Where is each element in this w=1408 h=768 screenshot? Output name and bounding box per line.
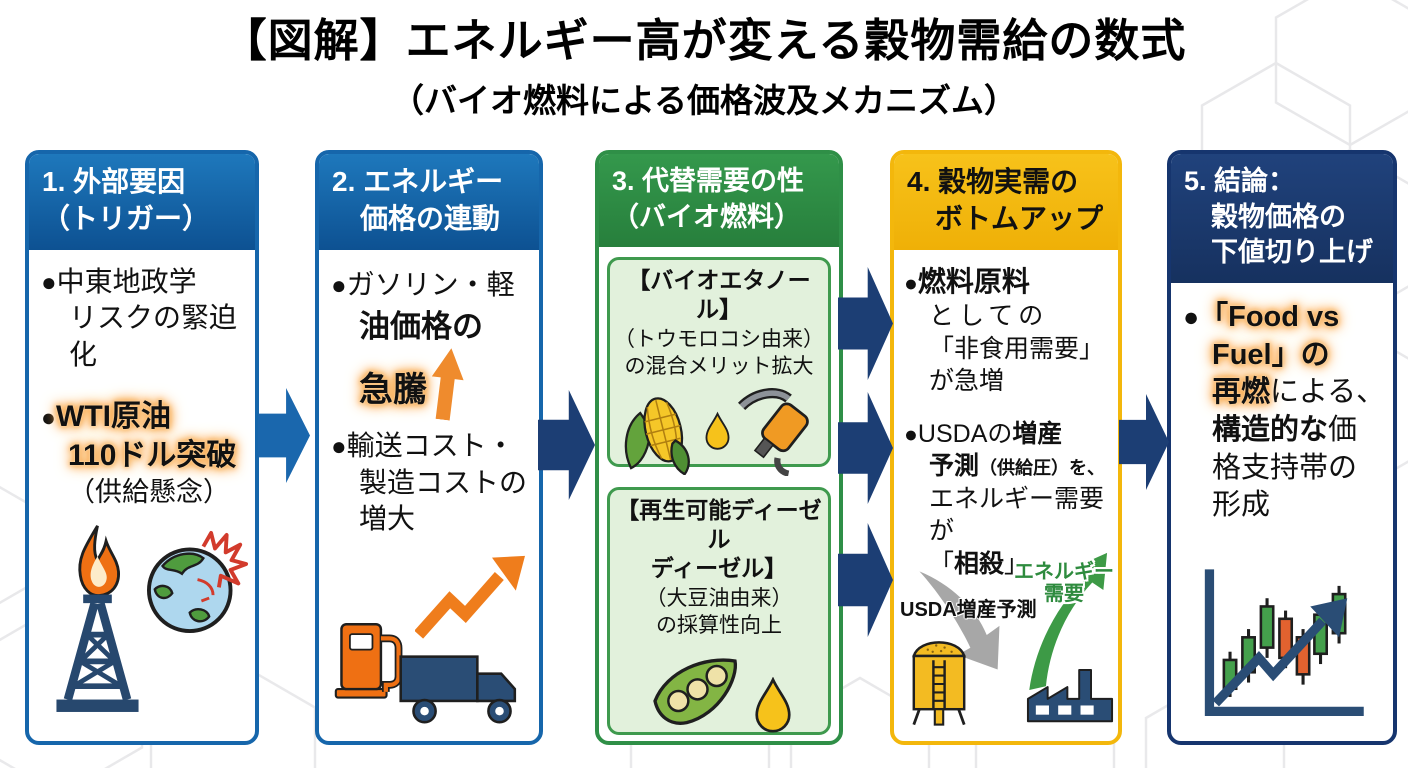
step-4-illustration: USDA増産予測 エネルギー 需要 [894, 541, 1118, 741]
bullet-marker: ● [41, 405, 56, 433]
step-5-content: ●「Food vs Fuel」の 再燃による、 構造的な価 格支持帯の 形成 [1171, 283, 1393, 741]
oil-drop-icon [755, 677, 791, 733]
step-5-panel: 5. 結論： 穀物価格の 下値切り上げ ●「Food vs Fuel」の 再燃に… [1167, 150, 1397, 745]
renewable-diesel-body: （大豆油由来） の採算性向上 [645, 586, 793, 637]
step-1-header: 1. 外部要因 （トリガー） [29, 154, 255, 250]
step-2-bullet-gasoline: ●ガソリン・軽 油価格の 急騰 [331, 264, 533, 412]
step-3-header: 3. 代替需要の性 （バイオ燃料） [599, 154, 839, 248]
soybean-pod-icon [653, 658, 738, 726]
wti-highlight: WTI原油 110ドル突破 [56, 400, 237, 473]
globe-conflict-icon [147, 531, 249, 634]
bullet-marker: ● [1183, 301, 1200, 332]
step-4-panel: 4. 穀物実需の ボトムアップ ●燃料原料 としての 「非食用需要」 が急増 ●… [890, 150, 1122, 745]
bullet-marker: ● [904, 420, 918, 447]
bioethanol-box: 【バイオエタノール】 （トウモロコシ由来） の混合メリット拡大 [607, 257, 831, 477]
grain-silo-icon [912, 641, 966, 726]
bullet-marker: ● [904, 269, 918, 296]
renewable-diesel-box: 【再生可能ディーゼル ディーゼル】 （大豆油由来） の採算性向上 [607, 487, 831, 736]
renewable-diesel-icons [614, 649, 824, 733]
price-surge-highlight: 急騰 [359, 371, 427, 410]
page-subtitle: （バイオ燃料による価格波及メカニズム） [390, 82, 1017, 119]
step-1-panel: 1. 外部要因 （トリガー） ●中東地政学 リスクの緊迫化 ●WTI原油 110… [25, 150, 259, 745]
step-5-header: 5. 結論： 穀物価格の 下値切り上げ [1171, 154, 1393, 283]
surge-up-arrow-icon [427, 347, 468, 422]
green-up-curve-arrow-icon [1029, 552, 1108, 691]
step-4-content: ●燃料原料 としての 「非食用需要」 が急増 ●USDAの増産 予測（供給圧）を… [894, 250, 1118, 741]
step-2-header: 2. エネルギー 価格の連動 [319, 154, 539, 250]
fuel-pump-icon [334, 622, 403, 699]
bioethanol-title: 【バイオエタノール】 [627, 267, 811, 322]
energy-demand-arrow-label: エネルギー 需要 [1014, 561, 1114, 605]
bioethanol-icons [614, 386, 824, 477]
rising-price-arrow-icon [415, 555, 525, 639]
corn-icon [624, 397, 690, 476]
step-3-content: 【バイオエタノール】 （トウモロコシ由来） の混合メリット拡大 [599, 247, 839, 741]
food-vs-fuel-highlight: 「Food vs Fuel」の 再燃 [1199, 300, 1340, 409]
step-2-bullet-costs: ●輸送コスト・ 製造コストの 増大 [331, 430, 528, 535]
factory-icon [1026, 669, 1114, 723]
step-4-bullet-nonfood-demand: ●燃料原料 としての 「非食用需要」 が急増 [904, 265, 1105, 396]
oil-derrick-flame-icon [56, 525, 139, 712]
usda-forecast-arrow-label: USDA増産予測 [900, 599, 1037, 621]
step-2-panel: 2. エネルギー 価格の連動 ●ガソリン・軽 油価格の 急騰 ●輸送コスト・ 製… [315, 150, 543, 745]
bullet-marker: ● [41, 268, 57, 297]
truck-icon [399, 655, 517, 724]
gray-down-curve-arrow-icon [919, 571, 1000, 670]
step-4-bullet-usda-offset: ●USDAの増産 予測（供給圧）を、 エネルギー需要が 「相殺」 [904, 419, 1106, 578]
bullet-marker: ● [331, 433, 347, 462]
step-2-content: ●ガソリン・軽 油価格の 急騰 ●輸送コスト・ 製造コストの 増大 [319, 250, 539, 741]
bioethanol-body: （トウモロコシ由来） の混合メリット拡大 [614, 327, 824, 379]
bullet-marker: ● [331, 271, 347, 300]
step-1-bullet-wti: ●WTI原油 110ドル突破 （供給懸念） [41, 400, 237, 508]
step-4-header: 4. 穀物実需の ボトムアップ [894, 154, 1118, 250]
step-1-bullet-geopolitics: ●中東地政学 リスクの緊迫化 [41, 265, 238, 370]
page-title: 【図解】エネルギー高が変える穀物需給の数式 [221, 15, 1187, 66]
step-5-bullet-food-vs-fuel: ●「Food vs Fuel」の 再燃による、 構造的な価 格支持帯の 形成 [1183, 300, 1386, 522]
step-1-content: ●中東地政学 リスクの緊迫化 ●WTI原油 110ドル突破 （供給懸念） [29, 250, 255, 741]
renewable-diesel-title: 【再生可能ディーゼル ディーゼル】 [616, 497, 822, 581]
oil-drop-icon [705, 411, 729, 450]
fuel-nozzle-icon [737, 388, 809, 477]
candlestick-chart-icon [1204, 569, 1364, 716]
step-3-panel: 3. 代替需要の性 （バイオ燃料） 【バイオエタノール】 （トウモロコシ由来） … [595, 150, 843, 745]
